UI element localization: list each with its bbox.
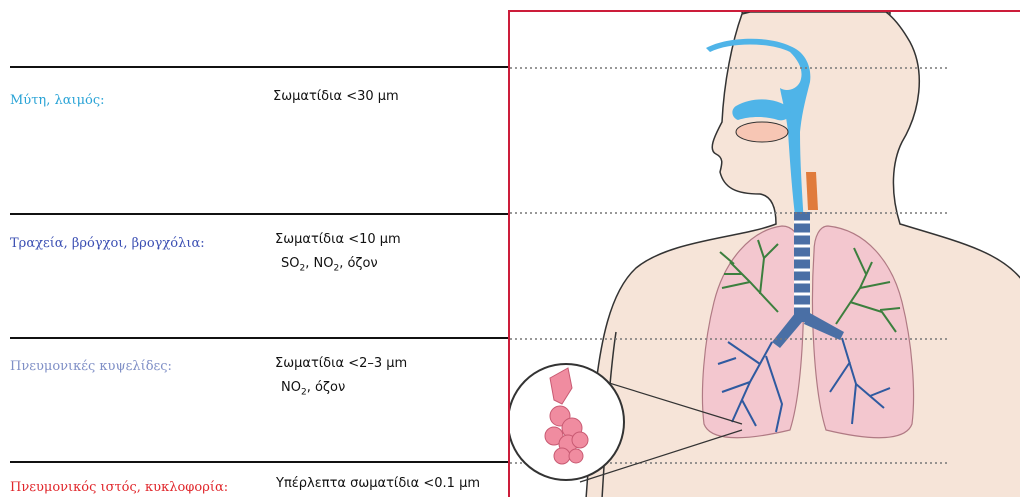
pollutants-alveoli: NO2, όζον bbox=[275, 376, 407, 405]
region-label-nose-throat: Μύτη, λαιμός: bbox=[10, 93, 105, 108]
region-label-lung-tissue: Πνευμονικός ιστός, κυκλοφορία: bbox=[10, 480, 228, 495]
anatomy-panel bbox=[508, 10, 1020, 497]
particle-size-nose-throat: Σωματίδια <30 μm bbox=[273, 85, 399, 109]
particle-size-trachea-bronchi: Σωματίδια <10 μm bbox=[275, 228, 401, 252]
tongue bbox=[736, 122, 788, 142]
divider-line-2 bbox=[10, 213, 510, 215]
particle-size-alveoli: Σωματίδια <2–3 μm bbox=[275, 352, 407, 376]
pollutants-trachea-bronchi: SO2, NO2, όζον bbox=[275, 252, 401, 281]
divider-line-3 bbox=[10, 337, 510, 339]
divider-line-1 bbox=[10, 66, 510, 68]
particle-size-lung-tissue: Υπέρλεπτα σωματίδια <0.1 μm bbox=[276, 472, 480, 496]
region-label-alveoli: Πνευμονικές κυψελίδες: bbox=[10, 359, 172, 374]
divider-line-4 bbox=[10, 461, 510, 463]
particle-desc-lung-tissue: Υπέρλεπτα σωματίδια <0.1 μm bbox=[276, 472, 480, 496]
particle-desc-trachea-bronchi: Σωματίδια <10 μm SO2, NO2, όζον bbox=[275, 228, 401, 281]
particle-desc-nose-throat: Σωματίδια <30 μm bbox=[273, 85, 399, 109]
esophagus bbox=[806, 172, 818, 210]
region-label-trachea-bronchi: Τραχεία, βρόγχοι, βρογχόλια: bbox=[10, 236, 205, 251]
particle-desc-alveoli: Σωματίδια <2–3 μm NO2, όζον bbox=[275, 352, 407, 405]
human-torso-illustration bbox=[510, 12, 1020, 497]
